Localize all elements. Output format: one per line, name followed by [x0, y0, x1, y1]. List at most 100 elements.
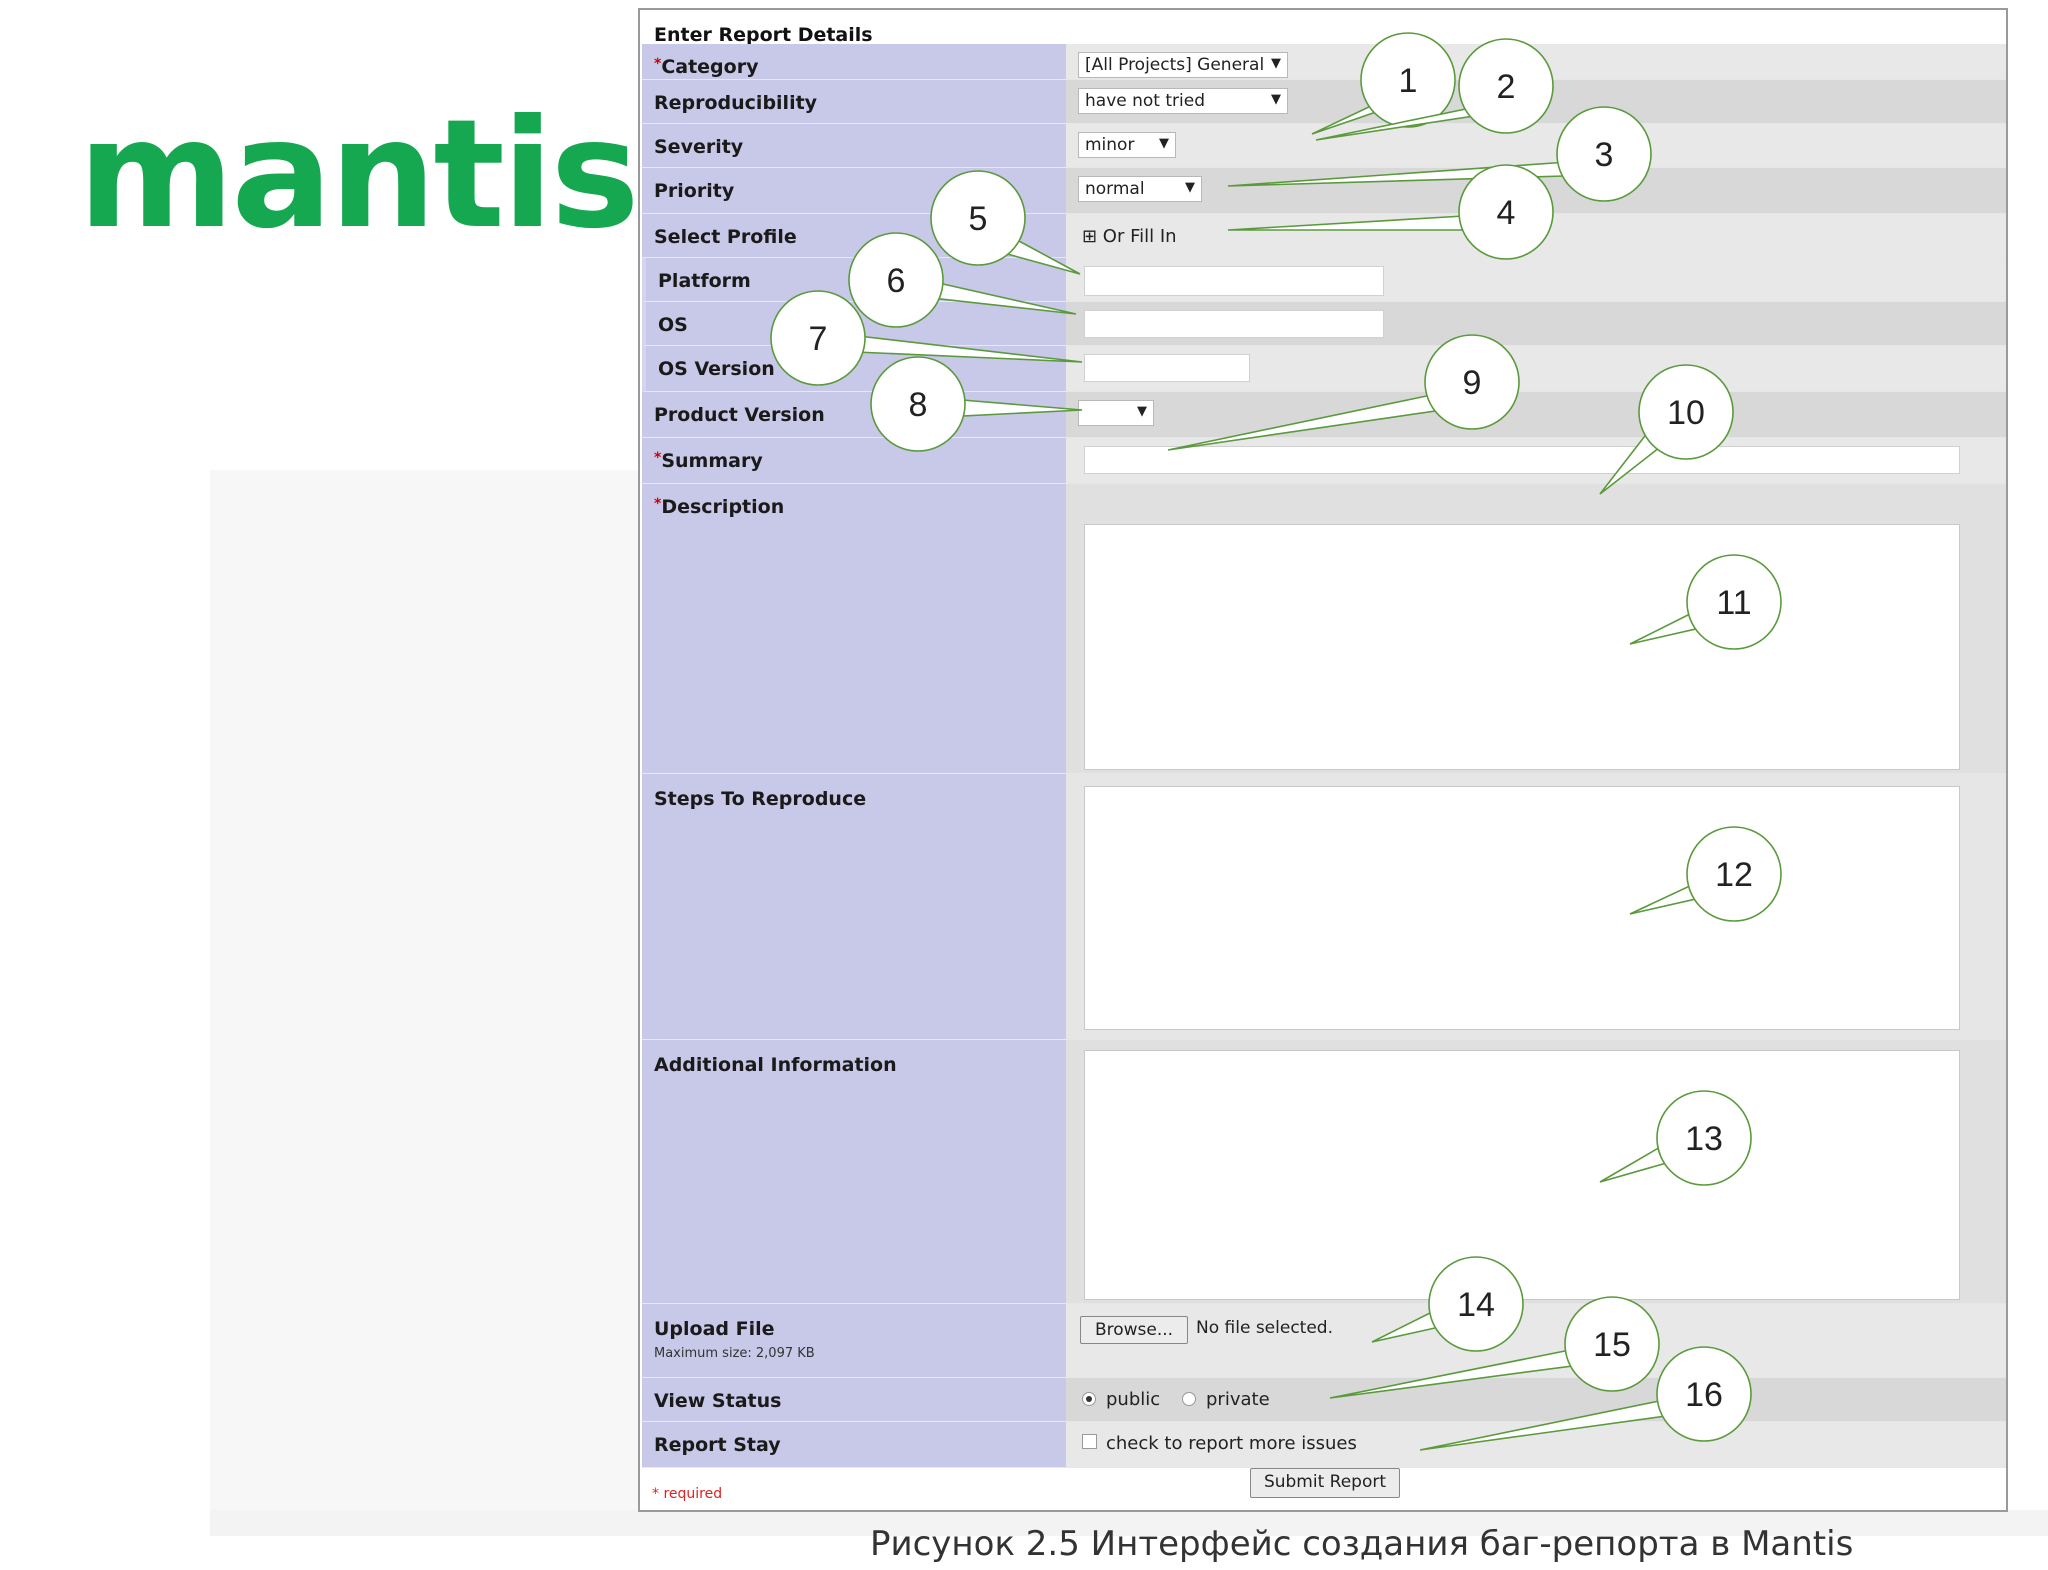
callout-15: 15	[1329, 1296, 1660, 1399]
figure-caption: Рисунок 2.5 Интерфейс создания баг-репор…	[870, 1524, 1854, 1564]
reproducibility-select[interactable]: have not tried ▼	[1078, 88, 1288, 114]
callout-number: 15	[1593, 1326, 1631, 1364]
severity-select[interactable]: minor ▼	[1078, 132, 1176, 158]
os-version-input[interactable]	[1084, 354, 1250, 382]
callout-10: 10	[1599, 364, 1734, 495]
row-product-version: Product Version ▼	[642, 392, 2006, 438]
steps-textarea[interactable]	[1084, 786, 1960, 1030]
row-additional: Additional Information	[642, 1040, 2006, 1304]
callout-number: 6	[887, 262, 906, 300]
chevron-down-icon: ▼	[1185, 180, 1195, 195]
callout-bubble	[1458, 38, 1554, 134]
callout-1: 1	[1311, 32, 1456, 135]
callout-bubble	[1638, 364, 1734, 460]
submit-report-button[interactable]: Submit Report	[1250, 1468, 1400, 1498]
callout-12: 12	[1629, 826, 1782, 922]
callout-bubble	[1656, 1090, 1752, 1186]
chevron-down-icon: ▼	[1271, 92, 1281, 107]
category-select[interactable]: [All Projects] General ▼	[1078, 52, 1288, 78]
callout-pointer	[1329, 1349, 1573, 1399]
category-label: Category	[661, 56, 759, 78]
os-label: OS	[658, 314, 688, 336]
browse-button[interactable]: Browse...	[1080, 1316, 1188, 1344]
platform-label: Platform	[658, 270, 751, 292]
callout-9: 9	[1167, 334, 1520, 451]
priority-select[interactable]: normal ▼	[1078, 176, 1202, 202]
category-value: [All Projects] General	[1085, 55, 1265, 75]
callout-number: 3	[1595, 136, 1614, 174]
severity-value: minor	[1085, 135, 1135, 155]
callout-pointer	[1419, 1399, 1667, 1451]
public-radio[interactable]	[1082, 1392, 1096, 1406]
callout-number: 12	[1715, 856, 1753, 894]
no-file-text: No file selected.	[1196, 1318, 1333, 1338]
reproducibility-value: have not tried	[1085, 91, 1205, 111]
callout-bubble	[770, 290, 866, 386]
os-version-label: OS Version	[658, 358, 775, 380]
priority-label: Priority	[654, 180, 735, 202]
additional-textarea[interactable]	[1084, 1050, 1960, 1300]
background-shade	[210, 470, 640, 1536]
callout-5: 5	[930, 170, 1081, 275]
private-radio-label: private	[1206, 1389, 1270, 1410]
profile-toggle-link[interactable]: ⊞ Or Fill In	[1082, 226, 1177, 247]
callout-bubble	[848, 232, 944, 328]
callout-number: 10	[1667, 394, 1705, 432]
report-stay-checkbox[interactable]	[1082, 1434, 1097, 1449]
callout-number: 16	[1685, 1376, 1723, 1414]
report-stay-text: check to report more issues	[1106, 1433, 1357, 1454]
callout-16: 16	[1419, 1346, 1752, 1451]
row-severity: Severity minor ▼	[642, 124, 2006, 168]
platform-input[interactable]	[1084, 266, 1384, 296]
callout-7: 7	[770, 290, 1083, 386]
private-radio[interactable]	[1182, 1392, 1196, 1406]
callout-8: 8	[870, 356, 1083, 452]
summary-input[interactable]	[1084, 446, 1960, 474]
callout-number: 7	[809, 320, 828, 358]
callout-2: 2	[1315, 38, 1554, 141]
summary-label: Summary	[661, 450, 763, 472]
callout-bubble	[1556, 106, 1652, 202]
callout-bubble	[930, 170, 1026, 266]
callout-number: 14	[1457, 1286, 1495, 1324]
callout-number: 11	[1716, 584, 1751, 622]
description-label: Description	[661, 496, 785, 518]
report-form: Enter Report Details *Category [All Proj…	[638, 8, 2008, 1512]
product-version-select[interactable]: ▼	[1078, 400, 1154, 426]
callout-bubble	[1564, 1296, 1660, 1392]
callout-pointer	[1227, 215, 1465, 231]
os-input[interactable]	[1084, 310, 1384, 338]
public-radio-label: public	[1106, 1389, 1161, 1410]
callout-number: 5	[969, 200, 988, 238]
row-view-status: View Status public private	[642, 1378, 2006, 1422]
callout-number: 4	[1497, 194, 1516, 232]
callout-bubble	[1424, 334, 1520, 430]
callout-pointer	[961, 399, 1083, 417]
report-stay-label: Report Stay	[654, 1434, 781, 1456]
priority-value: normal	[1085, 179, 1145, 199]
callout-bubble	[1686, 826, 1782, 922]
severity-label: Severity	[654, 136, 744, 158]
brand-logo-text: mantis	[78, 88, 640, 262]
additional-label: Additional Information	[654, 1054, 897, 1076]
description-textarea[interactable]	[1084, 524, 1960, 770]
callout-number: 8	[909, 386, 928, 424]
steps-label: Steps To Reproduce	[654, 788, 867, 810]
reproducibility-label: Reproducibility	[654, 92, 818, 114]
bottom-shade	[210, 1510, 2048, 1536]
callout-number: 1	[1399, 62, 1418, 100]
callout-13: 13	[1599, 1090, 1752, 1186]
callout-14: 14	[1371, 1256, 1524, 1352]
view-status-label: View Status	[654, 1390, 782, 1412]
callout-number: 13	[1685, 1120, 1723, 1158]
callout-bubble	[870, 356, 966, 452]
select-profile-label: Select Profile	[654, 226, 797, 248]
callout-11: 11	[1629, 554, 1782, 650]
product-version-label: Product Version	[654, 404, 825, 426]
callout-bubble	[1428, 1256, 1524, 1352]
chevron-down-icon: ▼	[1137, 404, 1147, 419]
upload-label: Upload File	[654, 1318, 775, 1340]
callout-pointer	[855, 335, 1083, 363]
callout-bubble	[1686, 554, 1782, 650]
chevron-down-icon: ▼	[1159, 136, 1169, 151]
